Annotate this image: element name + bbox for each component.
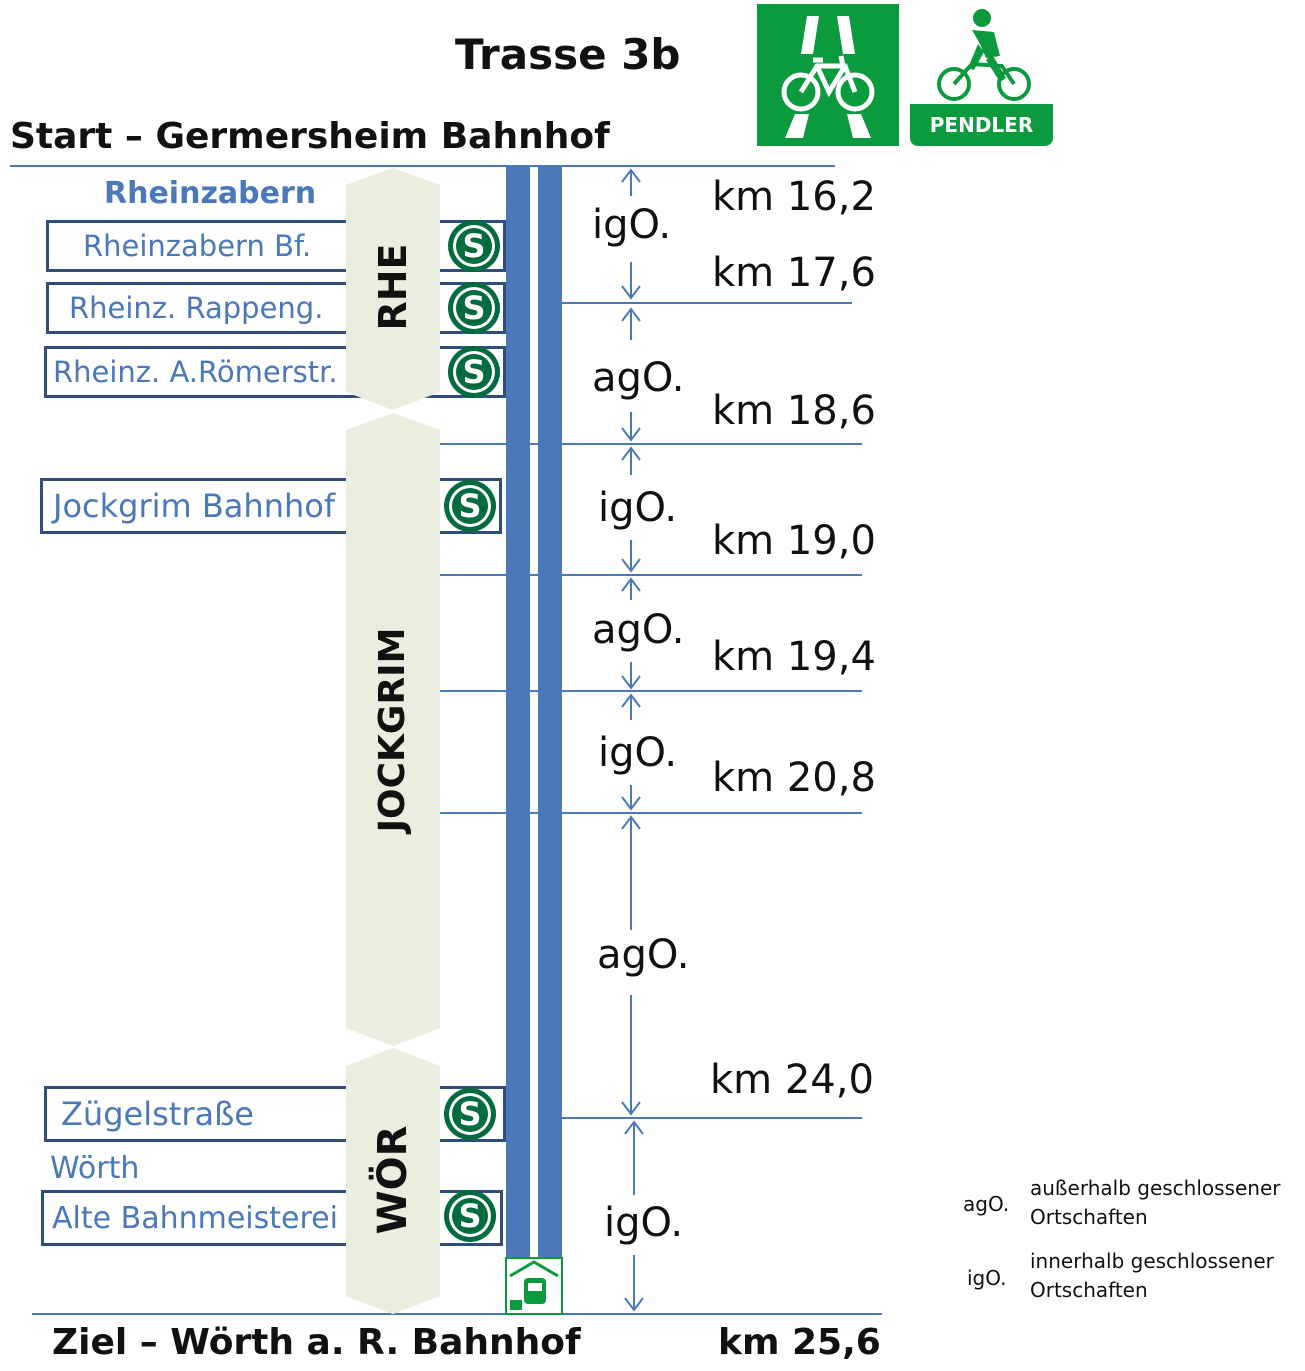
segment-label: agO. (592, 607, 685, 653)
station-label: Alte Bahnmeisterei (52, 1200, 338, 1236)
svg-text:S: S (458, 1197, 481, 1235)
station-label: Jockgrim Bahnhof (53, 487, 336, 525)
legend-text-ago: außerhalb geschlossener Ortschaften (1030, 1176, 1281, 1229)
station-label: Rheinzabern Bf. (83, 229, 312, 263)
sbahn-icon: S (444, 1088, 496, 1140)
station-alte-bahnmeisterei: Alte Bahnmeisterei (41, 1190, 503, 1246)
segment-label: igO. (598, 485, 678, 531)
pendler-label: PENDLER (910, 104, 1053, 146)
segment-label: igO. (604, 1200, 684, 1246)
pendler-logo: PENDLER (910, 4, 1053, 146)
km-label: km 16,2 (712, 174, 876, 220)
svg-text:S: S (462, 289, 485, 327)
km-label: km 19,0 (712, 518, 876, 564)
bicycle-highway-sign (757, 4, 899, 146)
start-label: Start – Germersheim Bahnhof (10, 116, 610, 157)
end-label: Ziel – Wörth a. R. Bahnhof (52, 1322, 581, 1363)
town-label-rheinzabern: Rheinzabern (104, 176, 317, 211)
km-label: km 18,6 (712, 388, 876, 434)
page-title: Trasse 3b (455, 30, 681, 79)
sbahn-icon: S (448, 220, 500, 272)
bicycle-highway-icon (781, 16, 875, 138)
sbahn-icon: S (444, 1190, 496, 1242)
station-label: Zügelstraße (61, 1095, 254, 1133)
legend-text-igo: innerhalb geschlossener Ortschaften (1030, 1249, 1274, 1302)
district-label-woer: WÖR (370, 1125, 416, 1235)
km-label: km 17,6 (712, 250, 876, 296)
legend-abbr-igo: igO. (967, 1266, 1007, 1290)
cyclist-icon (937, 9, 1031, 101)
sbahn-icon: S (444, 480, 496, 532)
legend-abbr-ago: agO. (963, 1192, 1010, 1216)
district-label-rhe: RHE (371, 243, 415, 331)
segment-label: agO. (592, 355, 685, 401)
km-label: km 19,4 (712, 634, 876, 680)
town-label-woerth: Wörth (50, 1151, 140, 1186)
station-label: Rheinz. Rappeng. (69, 291, 324, 325)
svg-text:S: S (458, 487, 481, 525)
svg-text:S: S (462, 227, 485, 265)
sbahn-icon: S (448, 282, 500, 334)
segment-label: igO. (598, 730, 678, 776)
district-label-jockgrim: JOCKGRIM (372, 627, 413, 833)
sbahn-icon: S (448, 346, 500, 398)
km-label: km 24,0 (710, 1057, 874, 1103)
km-label: km 20,8 (712, 755, 876, 801)
segment-label: agO. (597, 932, 690, 978)
svg-text:S: S (458, 1095, 481, 1133)
station-label: Rheinz. A.Römerstr. (53, 355, 338, 389)
end-km-label: km 25,6 (718, 1322, 881, 1363)
train-station-icon (505, 1257, 563, 1315)
segment-label: igO. (592, 202, 672, 248)
svg-text:S: S (462, 353, 485, 391)
